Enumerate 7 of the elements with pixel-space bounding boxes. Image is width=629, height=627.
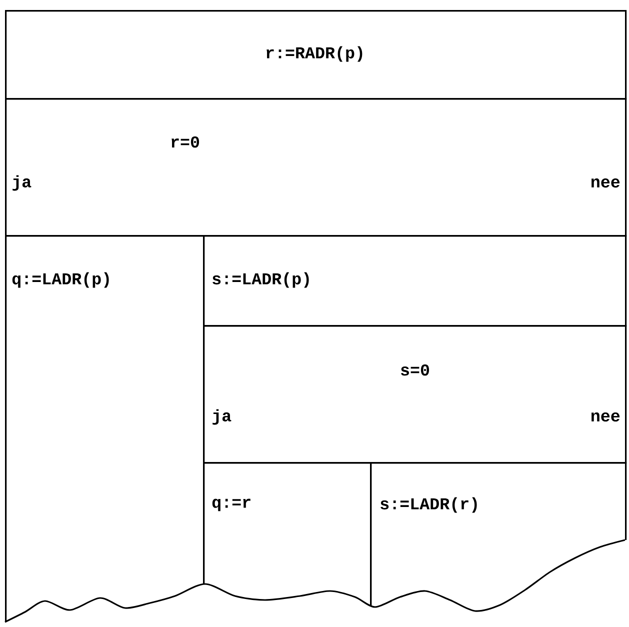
decision-box: r=0 ja nee (5, 98, 627, 237)
decision-box: s=0 ja nee (203, 325, 627, 464)
process-box: q:=r (203, 462, 372, 622)
process-box: q:=LADR(p) (5, 235, 205, 622)
process-box: s:=LADR(p) (203, 235, 627, 327)
process-box: r:=RADR(p) (5, 10, 627, 100)
process-box: s:=LADR(r) (370, 462, 627, 622)
